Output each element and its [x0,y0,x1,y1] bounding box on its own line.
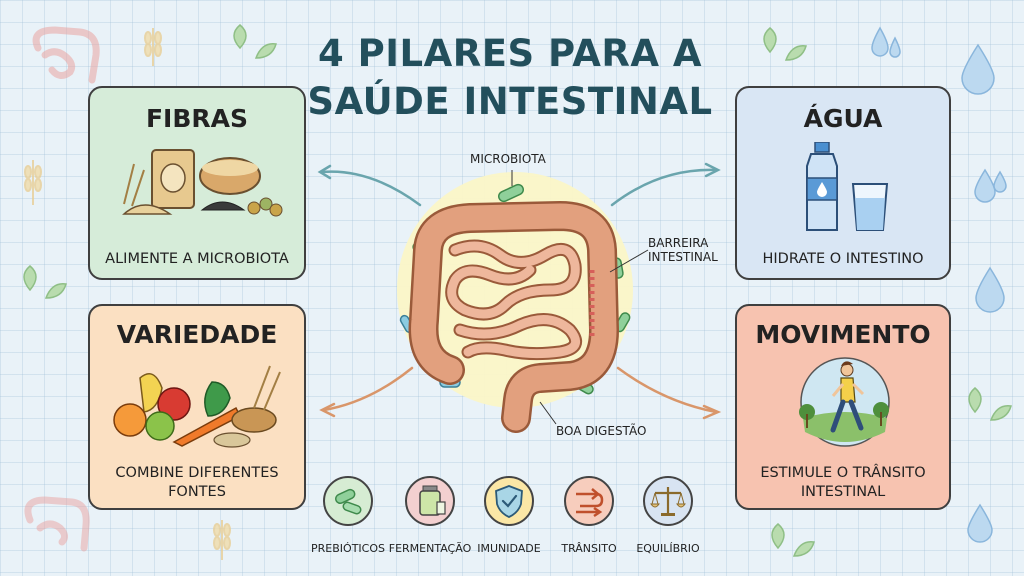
fruits-vegetables-icon [113,365,281,448]
pillar-transito-label: TRÂNSITO [561,542,617,555]
wheat-icon [24,160,42,205]
label-microbiota: MICROBIOTA [470,152,546,166]
pillar-imunidade-label: IMUNIDADE [477,542,541,555]
pillar-equilibrio-circle [643,476,693,526]
card-movimento-title: MOVIMENTO [755,320,931,349]
card-movimento: MOVIMENTO ESTIMULE O TRÂNSITO INTESTINAL [735,304,951,510]
leaf-icon [771,523,815,557]
label-barreira-line-1: BARREIRA [648,236,709,250]
card-variedade-subtitle-line-1: COMBINE DIFERENTES [115,465,279,481]
card-variedade-subtitle: COMBINE DIFERENTES FONTES [96,464,298,502]
pillar-imunidade-circle [484,476,534,526]
card-movimento-subtitle: ESTIMULE O TRÂNSITO INTESTINAL [743,464,943,502]
card-movimento-subtitle-line-2: INTESTINAL [800,484,886,500]
card-fibras-subtitle: ALIMENTE A MICROBIOTA [105,251,289,267]
pillar-prebioticos-circle [323,476,373,526]
card-fibras-title: FIBRAS [145,104,249,133]
title-line-1: 4 PILARES PARA A [317,32,703,75]
card-variedade-title: VARIEDADE [116,320,278,349]
arrow-to-variedade [322,366,414,412]
card-variedade-subtitle-line-2: FONTES [168,484,226,500]
pillar-fermentacao-label: FERMENTAÇÃO [388,542,472,555]
shield-icon [495,485,523,518]
jar-icon [419,485,446,516]
label-barreira-intestinal: BARREIRA INTESTINAL [648,236,718,264]
scale-icon [650,487,686,516]
arrow-to-fibras [320,170,422,207]
title-line-2: SAÚDE INTESTINAL [307,80,713,123]
transit-arrows-icon [576,488,604,518]
leaf-icon [233,24,277,59]
arrow-to-agua [610,168,718,207]
wheat-icon [213,520,231,560]
wheat-icon [144,28,162,66]
water-bottle-glass-icon [806,142,889,231]
label-boa-digestao: BOA DIGESTÃO [556,424,647,438]
pillar-fermentacao-circle [405,476,455,526]
card-movimento-subtitle-line-1: ESTIMULE O TRÂNSITO [760,465,926,481]
water-drop-icon [871,26,1007,543]
leaf-icon [23,265,67,299]
walking-person-icon [799,357,890,447]
bacteria-icon [334,488,362,515]
card-agua-title: ÁGUA [803,104,883,133]
page-title: 4 PILARES PARA A SAÚDE INTESTINAL [300,30,720,126]
card-agua: ÁGUA HIDRATE O INTESTINO [735,86,951,280]
arrow-to-movimento [616,366,718,414]
leaf-icon [763,27,807,61]
grains-seeds-icon [122,149,283,217]
pillar-transito-circle [564,476,614,526]
intestine-sketch-icon [24,496,90,552]
card-agua-subtitle: HIDRATE O INTESTINO [762,251,924,267]
pillar-equilibrio-label: EQUILÍBRIO [636,542,700,555]
card-fibras: FIBRAS ALIMENTE A MICROBIOTA [88,86,306,280]
pillar-prebioticos-label: PREBIÓTICOS [311,542,385,555]
leaf-icon [968,387,1012,421]
card-variedade: VARIEDADE COMBINE DIFERENTES FONTES [88,304,306,510]
intestine-sketch-icon [32,26,100,84]
label-barreira-line-2: INTESTINAL [648,250,718,264]
